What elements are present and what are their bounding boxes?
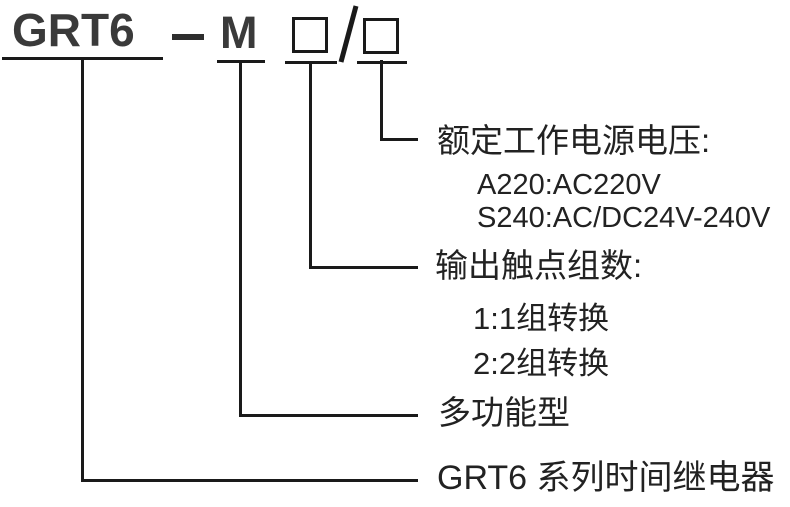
contacts-label: 输出触点组数: <box>435 247 643 284</box>
code-separator-dash <box>172 34 204 40</box>
function-label: 多功能型 <box>438 394 570 431</box>
placeholder-box-contacts <box>292 17 328 53</box>
code-type-letter: M <box>220 7 258 58</box>
connector-function-vertical <box>239 60 242 417</box>
placeholder-box-voltage <box>363 18 399 54</box>
series-name-label: GRT6 系列时间继电器 <box>437 459 775 497</box>
voltage-option-a220: A220:AC220V <box>477 169 661 201</box>
voltage-label: 额定工作电源电压: <box>437 122 711 159</box>
connector-contacts-vertical <box>309 61 312 269</box>
contacts-option-2: 2:2组转换 <box>473 346 610 381</box>
connector-function-horizontal <box>239 414 418 417</box>
connector-series-horizontal <box>81 479 418 482</box>
slash-divider <box>338 5 359 63</box>
connector-voltage-vertical <box>380 60 383 141</box>
connector-series-vertical <box>81 57 84 482</box>
voltage-option-s240: S240:AC/DC24V-240V <box>477 202 771 234</box>
connector-contacts-horizontal <box>309 266 418 269</box>
connector-voltage-horizontal <box>380 138 418 141</box>
code-series-text: GRT6 <box>12 4 135 56</box>
contacts-option-1: 1:1组转换 <box>473 301 610 336</box>
